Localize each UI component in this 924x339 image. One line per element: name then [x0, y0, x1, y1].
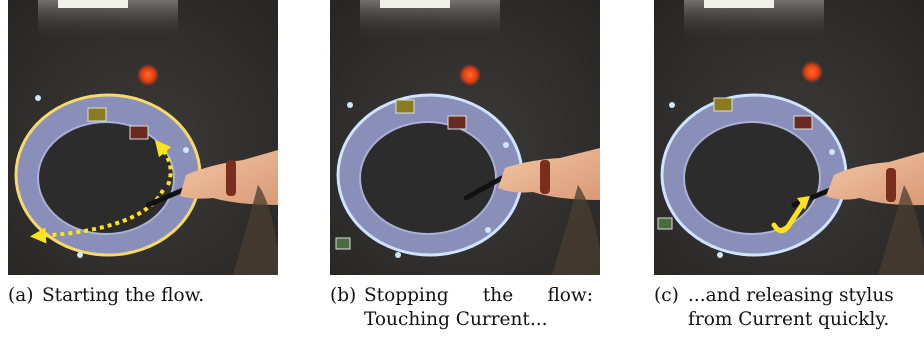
caption-label: (b) [330, 285, 357, 306]
photo-a [8, 0, 278, 275]
caption-line-2: Touching Current... [364, 309, 548, 330]
photo-c [654, 0, 924, 275]
caption-line-1: Starting the flow. [42, 285, 205, 306]
caption-line-1: ...and releasing stylus [688, 285, 894, 306]
caption-line-1: Stopping the flow: [364, 285, 593, 306]
caption-label: (c) [654, 285, 679, 306]
caption-line-2: from Current quickly. [688, 309, 890, 330]
caption-label: (a) [8, 285, 34, 306]
photo-b [330, 0, 600, 275]
